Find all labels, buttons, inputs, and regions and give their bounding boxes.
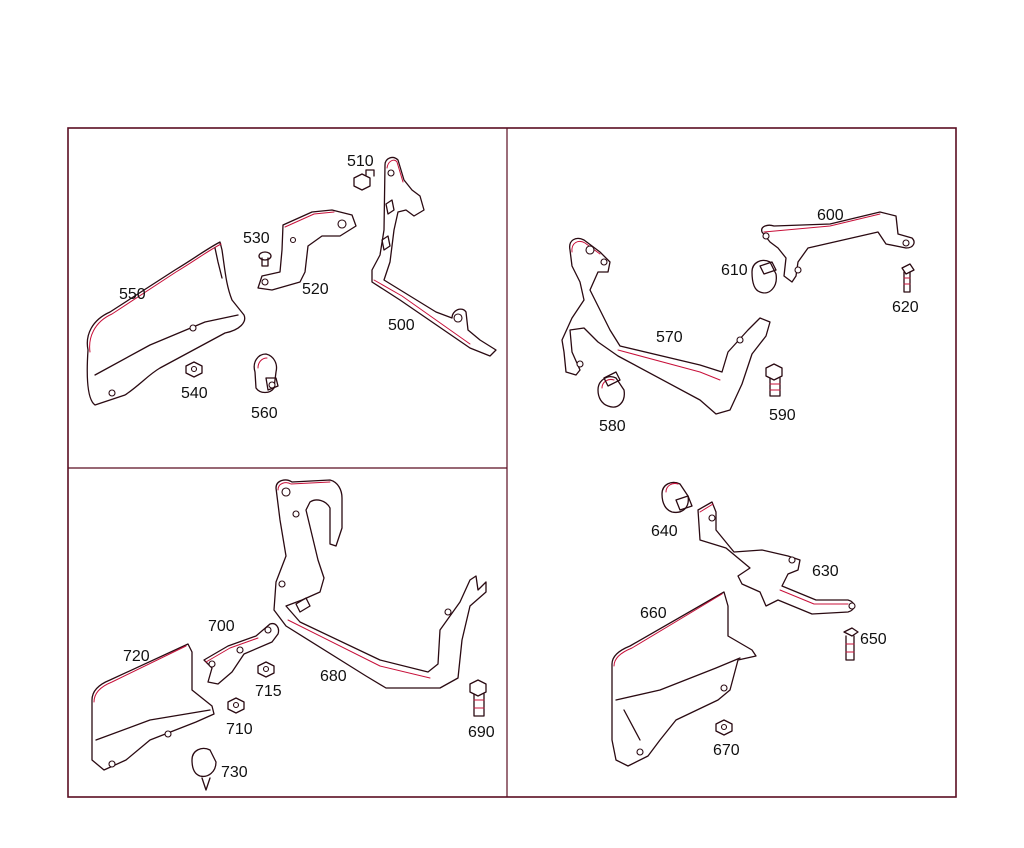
- part-660-heat-shield: [611, 591, 757, 767]
- callout-540: 540: [181, 385, 208, 402]
- part-670-nut: [715, 719, 733, 736]
- panel-top-left: 510 530 520 550 500 540 560: [86, 153, 497, 422]
- callout-630: 630: [812, 563, 839, 580]
- part-710-nut: [227, 697, 245, 714]
- callout-510: 510: [347, 153, 374, 170]
- callout-720: 720: [123, 648, 150, 665]
- part-550-heat-shield: [86, 241, 246, 406]
- part-500-bracket: [371, 156, 497, 357]
- part-700-plate: [203, 622, 280, 685]
- part-715-nut: [257, 661, 275, 678]
- part-610-clamp: [751, 259, 777, 294]
- panel-bottom-left: 700 720 715 680 710 690 730: [91, 479, 495, 791]
- part-590-bolt: [765, 363, 783, 397]
- part-560-clamp: [253, 353, 279, 394]
- part-600-bracket: [761, 211, 915, 283]
- callout-715: 715: [255, 683, 282, 700]
- callout-700: 700: [208, 618, 235, 635]
- part-580-clamp: [597, 371, 625, 408]
- part-640-clamp: [661, 481, 693, 514]
- callout-610: 610: [721, 262, 748, 279]
- panel-bottom-right: 640 630 660 650 670: [611, 481, 887, 767]
- callout-710: 710: [226, 721, 253, 738]
- part-690-bolt: [469, 679, 487, 717]
- callout-560: 560: [251, 405, 278, 422]
- part-730-clip: [191, 747, 217, 791]
- callout-650: 650: [860, 631, 887, 648]
- callout-640: 640: [651, 523, 678, 540]
- callout-530: 530: [243, 230, 270, 247]
- panel-top-right: 600 610 620 570 580 590: [561, 207, 919, 435]
- callout-580: 580: [599, 418, 626, 435]
- part-630-bracket: [697, 501, 856, 615]
- part-570-bracket: [561, 237, 771, 415]
- callout-570: 570: [656, 329, 683, 346]
- part-650-bolt: [843, 627, 859, 661]
- callout-660: 660: [640, 605, 667, 622]
- callout-550: 550: [119, 286, 146, 303]
- callout-600: 600: [817, 207, 844, 224]
- part-620-bolt: [901, 263, 915, 293]
- callout-500: 500: [388, 317, 415, 334]
- part-530-bolt: [258, 251, 272, 267]
- callout-620: 620: [892, 299, 919, 316]
- part-540-nut: [185, 361, 203, 378]
- part-720-heat-shield: [91, 643, 215, 771]
- callout-730: 730: [221, 764, 248, 781]
- part-520-bracket: [257, 209, 357, 291]
- part-510-bolt: [353, 169, 375, 191]
- callout-690: 690: [468, 724, 495, 741]
- callout-520: 520: [302, 281, 329, 298]
- part-680-bracket: [273, 479, 487, 689]
- diagram-frame: [67, 127, 957, 798]
- callout-590: 590: [769, 407, 796, 424]
- callout-670: 670: [713, 742, 740, 759]
- callout-680: 680: [320, 668, 347, 685]
